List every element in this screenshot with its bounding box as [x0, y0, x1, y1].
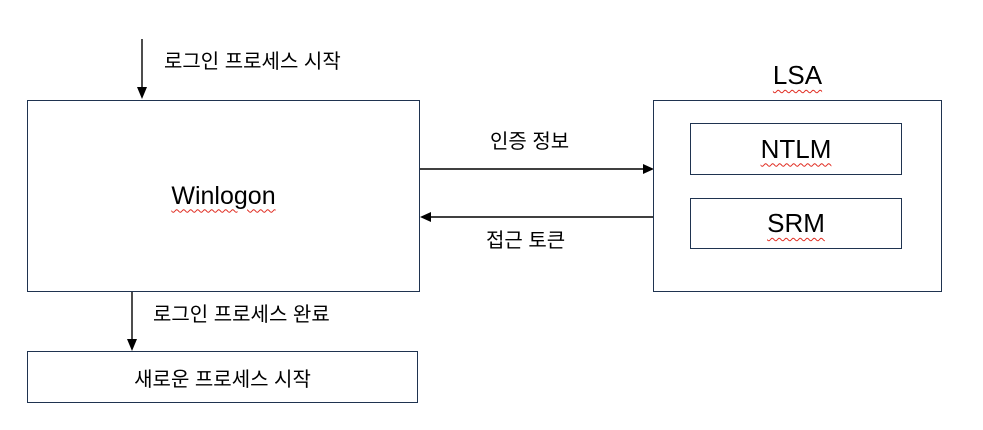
ntlm-label: NTLM	[760, 133, 832, 164]
lsa-title: LSA	[772, 60, 823, 90]
edge-label-login-start: 로그인 프로세스 시작	[164, 51, 341, 73]
edge-label-access-token: 접근 토큰	[486, 230, 566, 252]
arrow-login-complete	[127, 292, 137, 351]
edge-label-login-complete: 로그인 프로세스 완료	[153, 304, 330, 326]
winlogon-label: Winlogon	[171, 181, 276, 210]
arrow-auth-info	[420, 164, 654, 174]
ntlm-box: NTLM	[690, 123, 902, 175]
new-process-box: 새로운 프로세스 시작	[27, 351, 418, 403]
edge-label-auth-info: 인증 정보	[490, 131, 570, 153]
srm-box: SRM	[690, 198, 902, 249]
winlogon-box: Winlogon	[27, 100, 420, 292]
arrow-login-start	[137, 39, 147, 99]
arrow-access-token	[420, 212, 653, 222]
new-process-label: 새로운 프로세스 시작	[134, 368, 311, 391]
srm-label: SRM	[767, 208, 825, 238]
